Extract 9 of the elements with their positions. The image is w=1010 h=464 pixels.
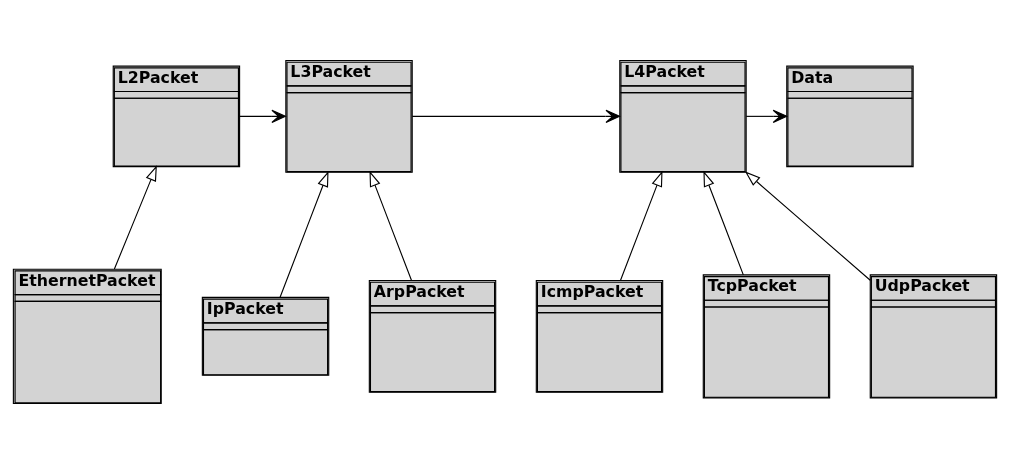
arrow (745, 109, 788, 123)
arrow (620, 170, 663, 281)
arrow (411, 109, 621, 123)
arrow (703, 170, 744, 276)
arrow (239, 109, 286, 123)
arrow (744, 171, 871, 281)
arrow (113, 165, 157, 270)
arrow (279, 170, 329, 298)
arrow (369, 170, 412, 281)
